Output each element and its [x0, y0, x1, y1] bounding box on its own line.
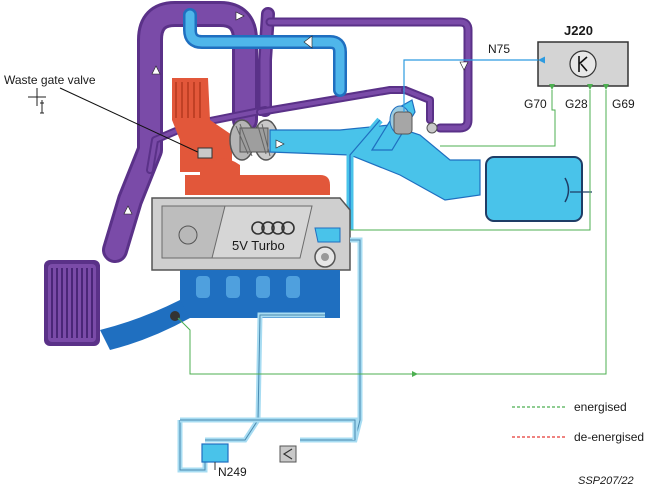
waste-gate-valve-label: Waste gate valve: [4, 73, 96, 87]
intake-pipe-top: [183, 8, 347, 97]
waste-gate-leader: [59, 87, 213, 159]
n249-label: N249: [218, 465, 247, 479]
sensor-signal-lines: [177, 84, 609, 377]
g70-label: G70: [524, 97, 547, 111]
legend-item-energised: energised: [512, 400, 627, 414]
n249-valve: [201, 443, 229, 470]
intake-duct: [269, 99, 481, 201]
engine-label: 5V Turbo: [232, 238, 285, 253]
flow-arrows: [123, 11, 469, 215]
non-return-valve: [279, 445, 297, 463]
n75-label: N75: [488, 42, 510, 56]
air-filter-box: [485, 156, 592, 222]
g28-label: G28: [565, 97, 588, 111]
n75-signal-line: [403, 56, 546, 112]
turbocharger: [229, 119, 279, 161]
svg-text:de-energised: de-energised: [574, 430, 644, 444]
reference-label: SSP207/22: [578, 475, 634, 487]
ecu-label: J220: [564, 23, 593, 38]
bypass-lines: [177, 237, 363, 473]
intercooler: [44, 260, 100, 346]
legend: energised de-energised: [512, 400, 644, 444]
audi-rings-logo: [251, 221, 295, 235]
crosshair-cursor-icon: [28, 88, 46, 114]
svg-text:energised: energised: [574, 400, 627, 414]
intake-manifold: [100, 270, 340, 350]
intake-snorkel: [346, 117, 383, 230]
exhaust-manifold: [172, 78, 330, 195]
ecu-j220: [537, 41, 629, 87]
engine-block: [151, 197, 351, 271]
legend-item-de-energised: de-energised: [512, 430, 644, 444]
boost-pipe-network: [102, 1, 473, 263]
g69-label: G69: [612, 97, 635, 111]
